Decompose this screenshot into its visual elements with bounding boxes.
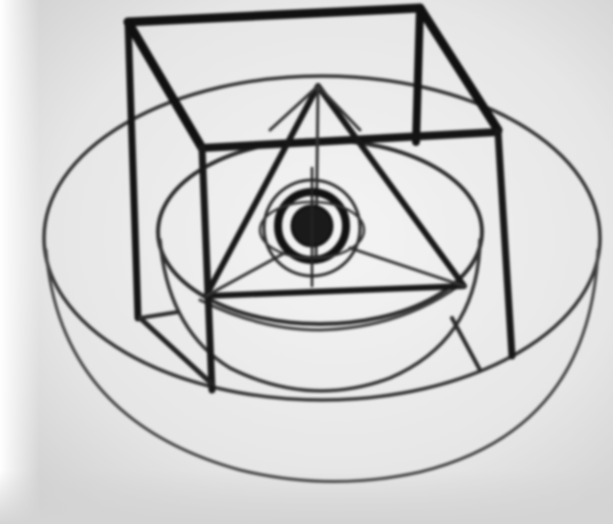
triangle-face xyxy=(206,86,464,296)
cube-right-back-vertical xyxy=(416,8,420,142)
cube-left-vertical xyxy=(128,22,138,318)
tetra-apex-left xyxy=(270,86,318,130)
cube-top-back xyxy=(128,8,420,22)
cube-front-right-vertical xyxy=(498,132,512,356)
tetra-apex-right xyxy=(318,86,360,130)
cube-top-left-diagonal xyxy=(128,22,202,148)
cube-bottom-back xyxy=(140,312,178,318)
cube-bottom-right-diagonal xyxy=(452,318,480,370)
outer-bowl-body xyxy=(46,250,598,482)
cube-front-left-vertical xyxy=(202,148,212,390)
cube-top-right-diagonal xyxy=(420,8,498,130)
